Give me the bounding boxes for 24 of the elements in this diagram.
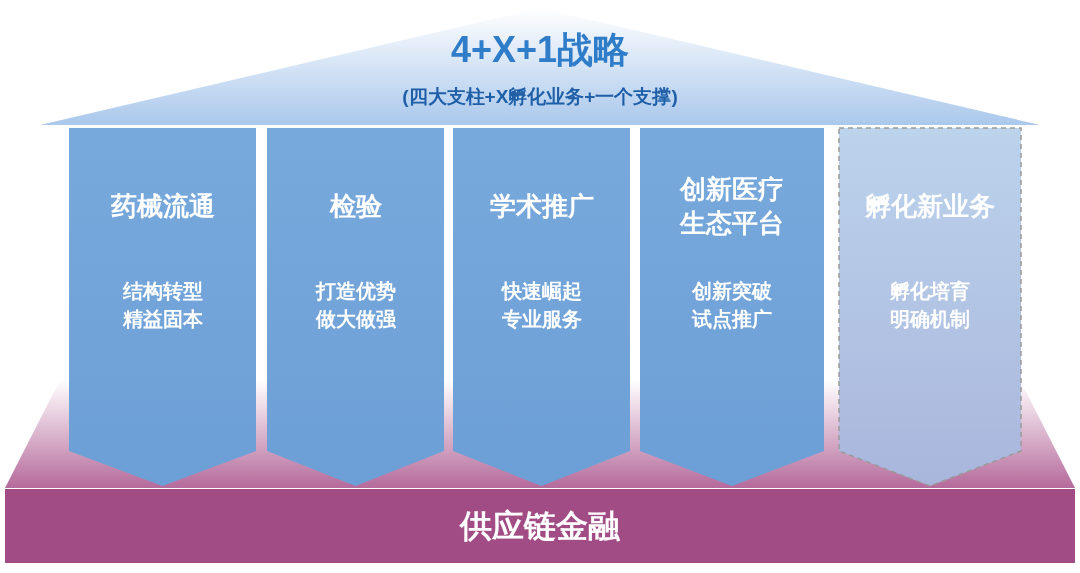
foundation-band <box>5 489 1075 563</box>
foundation-title: 供应链金融 <box>460 507 620 546</box>
pillar-text: 试点推广 <box>692 307 772 332</box>
pillar-title: 药械流通 <box>109 190 216 224</box>
pillar-title: 孵化新业务 <box>864 190 996 224</box>
strategy-subtitle: (四大支柱+X孵化业务+一个支撑) <box>402 85 678 110</box>
pillar-text: 孵化培育 <box>890 279 970 304</box>
pillar <box>68 127 257 487</box>
pillar-text: 明确机制 <box>890 307 970 332</box>
pillar-title: 检验 <box>328 190 383 224</box>
pillar-text: 专业服务 <box>501 307 582 332</box>
pillar-title: 学术推广 <box>488 190 595 224</box>
pillar-text: 创新突破 <box>692 279 772 304</box>
pillar-text: 精益固本 <box>122 307 203 332</box>
dashed-pillar <box>838 127 1022 487</box>
pillar <box>452 127 631 487</box>
pillar-text: 结构转型 <box>122 279 203 304</box>
pillar-title: 创新医疗生态平台 <box>678 173 785 240</box>
pillar <box>639 127 825 487</box>
pillar-text: 做大做强 <box>315 307 396 332</box>
strategy-title: 4+X+1战略 <box>450 28 630 72</box>
pillar-text: 快速崛起 <box>501 279 582 304</box>
pillar-text: 打造优势 <box>315 279 396 304</box>
pillar <box>266 127 445 487</box>
